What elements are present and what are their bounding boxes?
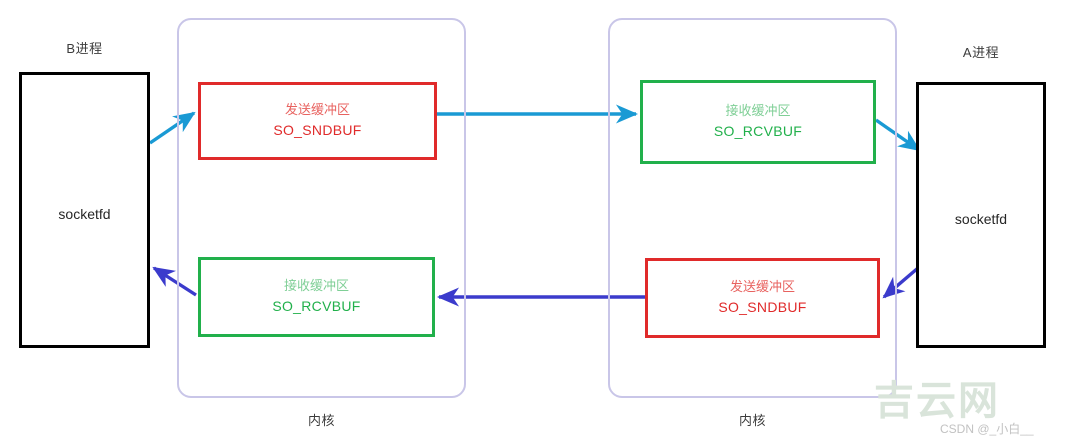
right-recv-buffer-en-label: SO_RCVBUF — [713, 123, 803, 140]
site-watermark-logo: 吉云网 — [874, 379, 1000, 423]
right-process-box: socketfd — [916, 82, 1046, 348]
right-socketfd-label: socketfd — [954, 211, 1008, 227]
left-recv-buffer-en-label: SO_RCVBUF — [272, 298, 361, 315]
left-send-buffer-cn-label: 发送缓冲区 — [284, 102, 350, 118]
arrow-b-socket-to-sndbuf — [149, 111, 196, 145]
left-send-buffer-box: 发送缓冲区 SO_SNDBUF — [198, 82, 437, 160]
arrow-rcvbuf-to-a-socket — [875, 118, 921, 152]
left-recv-buffer-box: 接收缓冲区 SO_RCVBUF — [198, 257, 435, 337]
left-socketfd-label: socketfd — [58, 206, 111, 222]
left-send-buffer-en-label: SO_SNDBUF — [273, 122, 362, 139]
right-kernel-box — [608, 18, 897, 398]
csdn-watermark-credit: CSDN @_小白__ — [940, 422, 1034, 436]
right-recv-buffer-cn-label: 接收缓冲区 — [725, 103, 791, 119]
right-recv-buffer-box: 接收缓冲区 SO_RCVBUF — [640, 80, 876, 164]
left-kernel-label: 内核 — [307, 413, 335, 428]
arrow-rcvbuf-to-b-socket — [152, 266, 197, 297]
left-process-box: socketfd — [19, 72, 150, 348]
right-send-buffer-en-label: SO_SNDBUF — [718, 299, 807, 316]
right-kernel-label: 内核 — [738, 413, 766, 428]
left-kernel-box — [177, 18, 466, 398]
arrow-a-socket-to-sndbuf — [882, 266, 920, 299]
left-recv-buffer-cn-label: 接收缓冲区 — [283, 278, 349, 294]
right-send-buffer-cn-label: 发送缓冲区 — [729, 279, 795, 295]
right-process-label: A进程 — [962, 45, 1000, 60]
left-process-label: B进程 — [66, 41, 103, 56]
right-send-buffer-box: 发送缓冲区 SO_SNDBUF — [645, 258, 880, 338]
